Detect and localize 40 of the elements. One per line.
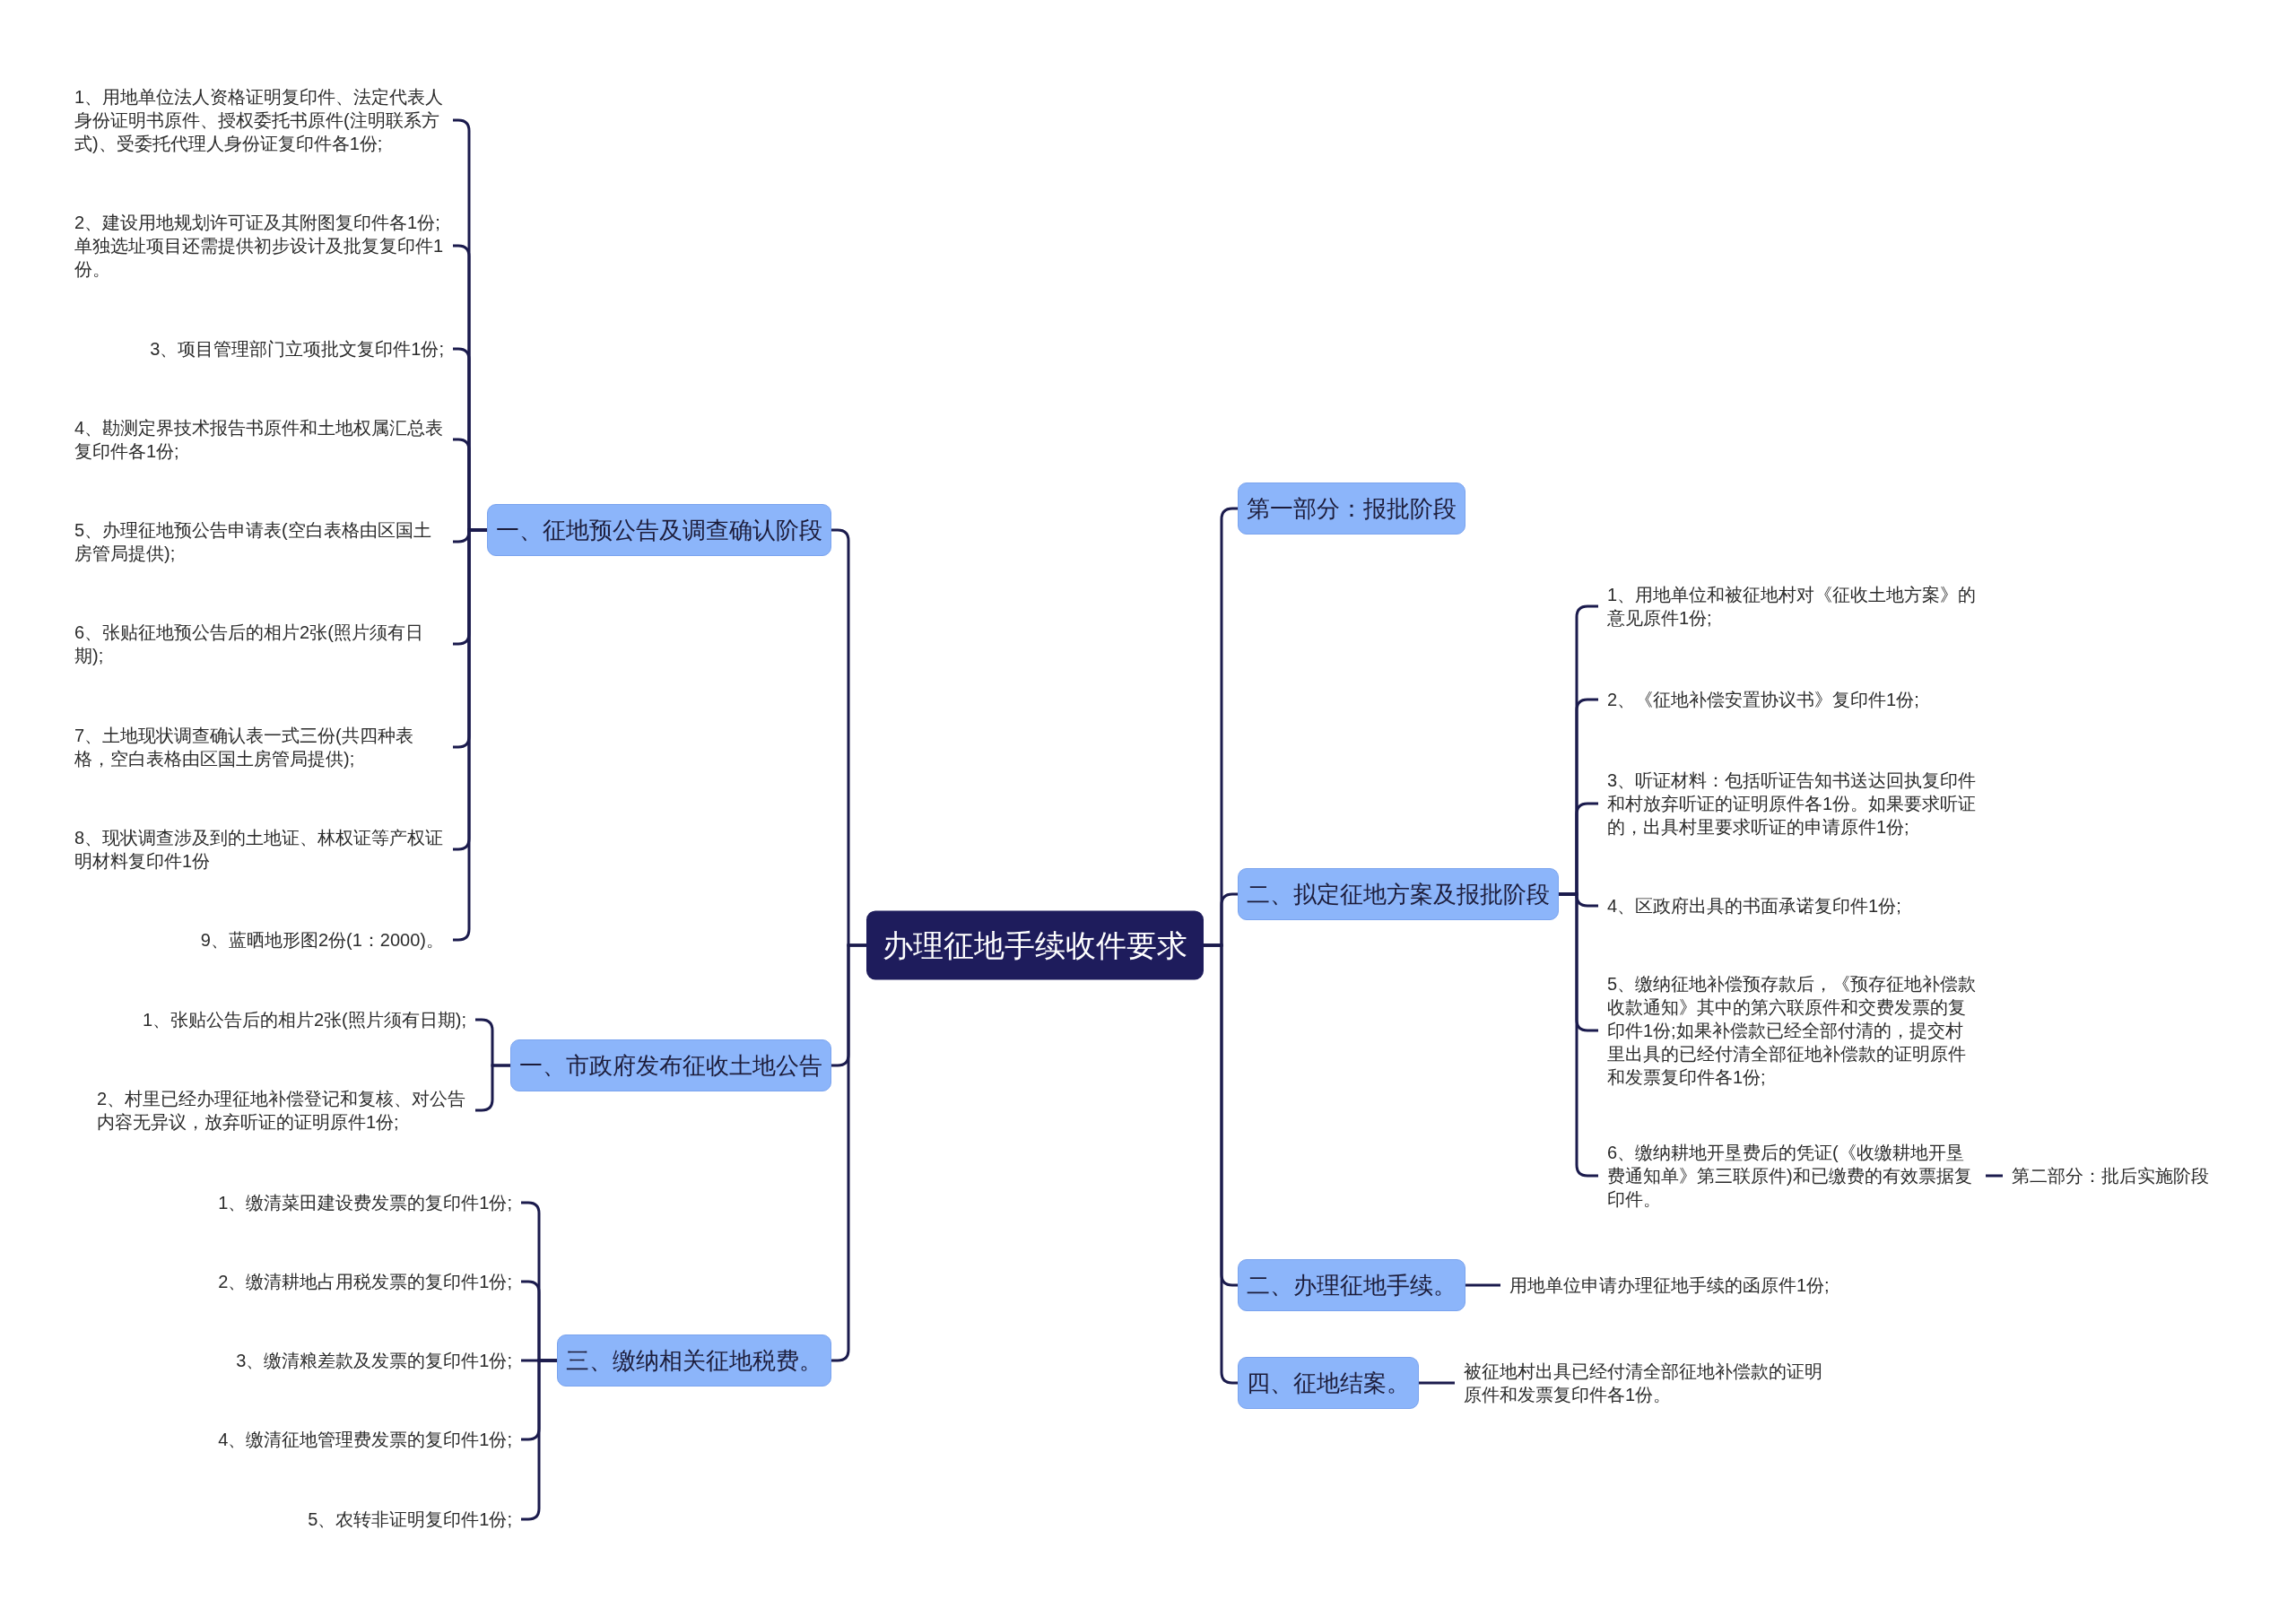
connector-line (1419, 1381, 1455, 1385)
leaf-text: 6、张贴征地预公告后的相片2张(照片须有日期); (65, 621, 453, 667)
leaf-text: 4、缴清征地管理费发票的复印件1份; (209, 1428, 521, 1451)
leaf-text: 1、用地单位和被征地村对《征收土地方案》的意见原件1份; (1598, 583, 1986, 630)
connector-line (1204, 943, 1238, 1385)
topic-box: 一、市政府发布征收土地公告 (510, 1039, 831, 1091)
leaf-text: 被征地村出具已经付清全部征地补偿款的证明原件和发票复印件各1份。 (1455, 1360, 1842, 1406)
leaf-text: 3、缴清粮差款及发票的复印件1份; (227, 1349, 521, 1372)
connector-line (1986, 1174, 2003, 1178)
leaf-text: 第二部分：批后实施阶段 (2003, 1164, 2218, 1187)
leaf-text: 1、用地单位法人资格证明复印件、法定代表人身份证明书原件、授权委托书原件(注明联系方式)、受委托代理人身份证复印件各1份; (65, 85, 453, 155)
leaf-text: 4、勘测定界技术报告书原件和土地权属汇总表复印件各1份; (65, 416, 453, 463)
leaf-text: 2、建设用地规划许可证及其附图复印件各1份;单独选址项目还需提供初步设计及批复复印件1份。 (65, 211, 453, 281)
leaf-text: 1、缴清菜田建设费发票的复印件1份; (209, 1191, 521, 1214)
leaf-text: 5、农转非证明复印件1份; (299, 1508, 521, 1531)
leaf-text: 2、村里已经办理征地补偿登记和复核、对公告内容无异议，放弃听证的证明原件1份; (88, 1087, 475, 1134)
topic-box: 四、征地结案。 (1238, 1357, 1419, 1409)
leaf-text: 1、张贴公告后的相片2张(照片须有日期); (133, 1008, 475, 1031)
connector-line (1465, 1283, 1500, 1287)
leaf-text: 用地单位申请办理征地手续的函原件1份; (1500, 1274, 1839, 1297)
topic-box: 二、办理征地手续。 (1238, 1259, 1465, 1311)
connector-line (831, 943, 866, 1362)
topic-box: 一、征地预公告及调查确认阶段 (487, 504, 831, 556)
topic-box: 二、拟定征地方案及报批阶段 (1238, 868, 1559, 920)
leaf-text: 6、缴纳耕地开垦费后的凭证(《收缴耕地开垦费通知单》第三联原件)和已缴费的有效票据复印件。 (1598, 1141, 1986, 1211)
leaf-text: 2、缴清耕地占用税发票的复印件1份; (209, 1270, 521, 1293)
leaf-text: 3、听证材料：包括听证告知书送达回执复印件和村放弃听证的证明原件各1份。如果要求听证的，出具村里要求听证的申请原件1份; (1598, 769, 1986, 839)
leaf-text: 5、办理征地预公告申请表(空白表格由区国土房管局提供); (65, 518, 453, 565)
central-topic-box: 办理征地手续收件要求 (866, 910, 1204, 980)
leaf-text: 3、项目管理部门立项批文复印件1份; (141, 337, 453, 361)
leaf-text: 4、区政府出具的书面承诺复印件1份; (1598, 894, 1910, 917)
leaf-text: 2、《征地补偿安置协议书》复印件1份; (1598, 688, 1928, 711)
leaf-text: 5、缴纳征地补偿预存款后，《预存征地补偿款收款通知》其中的第六联原件和交费发票的复印件1份;如果补偿款已经全部付清的，提交村里出具的已经付清全部征地补偿款的证明原件和发票复印件各1份; (1598, 972, 1986, 1089)
connector-line (453, 528, 487, 942)
leaf-text: 7、土地现状调查确认表一式三份(共四种表格，空白表格由区国土房管局提供); (65, 724, 453, 770)
leaf-text: 9、蓝晒地形图2份(1：2000)。 (191, 928, 453, 952)
connector-line (475, 1064, 510, 1112)
topic-box: 第一部分：报批阶段 (1238, 482, 1465, 535)
leaf-text: 8、现状调查涉及到的土地证、林权证等产权证明材料复印件1份 (65, 826, 453, 873)
topic-box: 三、缴纳相关征地税费。 (557, 1334, 831, 1387)
